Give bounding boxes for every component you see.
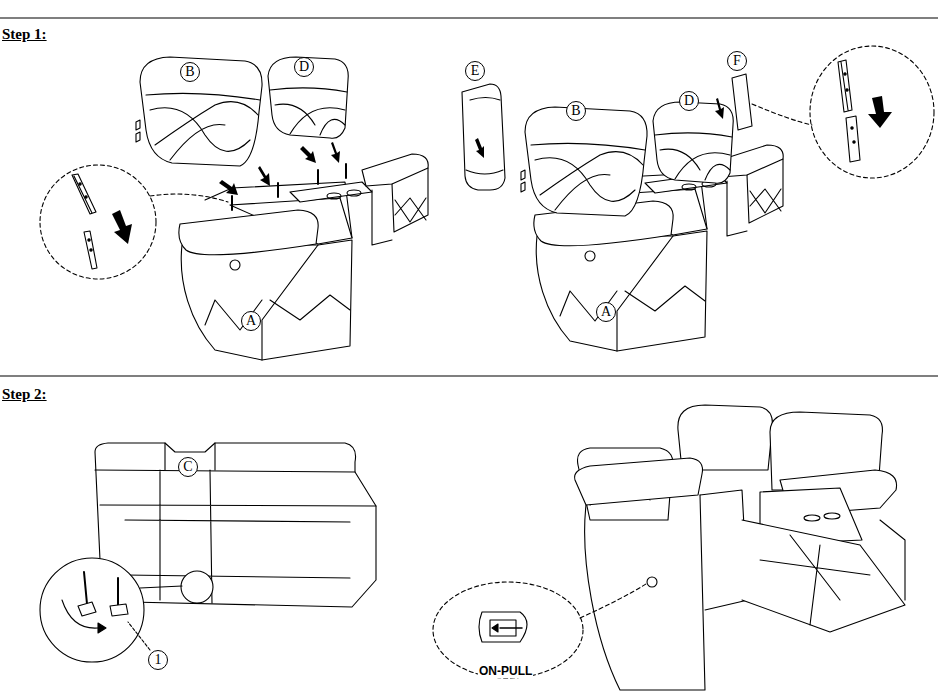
part-letter: A (601, 305, 611, 319)
part-letter: F (733, 54, 741, 68)
part-letter: E (471, 64, 480, 78)
part-letter-circle: A (241, 311, 261, 331)
part-letter: 1 (155, 653, 162, 667)
part-letter-circle: E (465, 61, 485, 81)
step-heading: Step 2: (2, 386, 47, 403)
part-letter: D (684, 94, 694, 108)
part-letter-circle: D (294, 57, 314, 77)
step-heading: Step 1: (2, 26, 47, 43)
handle-label: ON-PULL (478, 664, 533, 678)
part-letter-circle: C (178, 457, 198, 477)
part-letter-circle: B (180, 62, 200, 82)
part-letter-circle: D (679, 91, 699, 111)
part-letter: A (246, 314, 256, 328)
part-letter-circle: A (596, 302, 616, 322)
part-letter: D (299, 60, 309, 74)
part-letter-circle: B (566, 101, 586, 121)
part-letter: C (183, 460, 192, 474)
part-letter: B (571, 104, 580, 118)
part-letter-circle: F (727, 51, 747, 71)
part-letter-circle: 1 (148, 650, 168, 670)
part-letter: B (185, 65, 194, 79)
